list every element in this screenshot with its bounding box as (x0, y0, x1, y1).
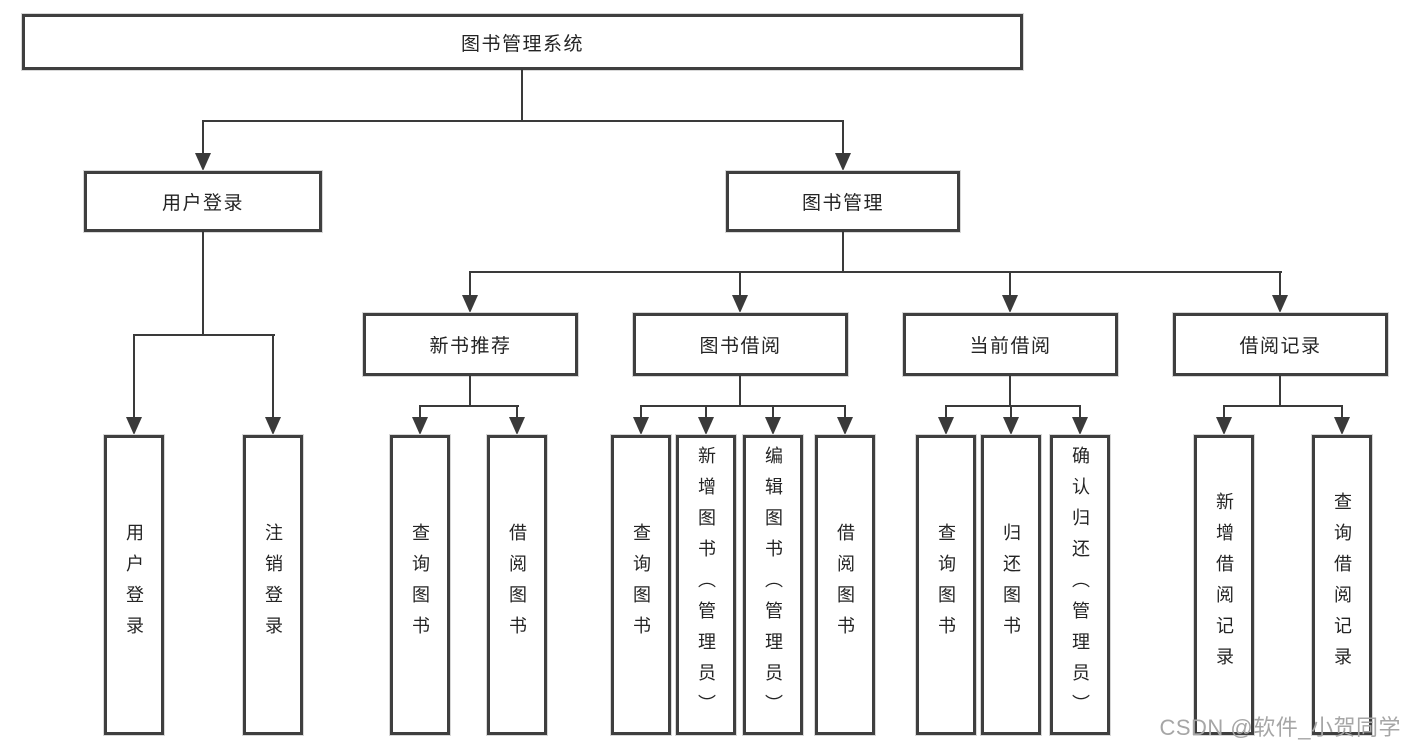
connector-book-management-horizontal (469, 271, 1282, 273)
arrow-to-leaf-add-borrow-record (1216, 405, 1232, 435)
arrow-to-leaf-add-book (698, 405, 714, 435)
node-label: 图书管理系统 (460, 33, 584, 55)
connector-book-borrowing-horizontal (640, 405, 846, 407)
arrow-to-leaf-query-borrow-record (1334, 405, 1350, 435)
node-label: 借阅记录 (1239, 336, 1322, 357)
node-book-management: 图书管理 (726, 171, 960, 232)
node-label: 新书推荐 (429, 336, 512, 357)
leaf-query-books-2: 查询图书 (611, 435, 671, 735)
arrow-to-leaf-borrow-books-1 (509, 405, 525, 435)
connector-current-borrowing-horizontal (945, 405, 1081, 407)
arrow-to-leaf-edit-book (765, 405, 781, 435)
leaf-label: 查询借阅记录 (1332, 492, 1352, 678)
leaf-return-book: 归还图书 (981, 435, 1041, 735)
connector-root-stub (521, 69, 523, 122)
leaf-logout: 注销登录 (243, 435, 303, 735)
arrow-to-leaf-query-books-1 (412, 405, 428, 435)
node-label: 图书借阅 (699, 336, 782, 357)
node-label: 用户登录 (161, 193, 244, 214)
leaf-label: 借阅图书 (507, 523, 527, 647)
leaf-label: 注销登录 (263, 523, 283, 647)
leaf-add-book-admin: 新增图书（管理员） (676, 435, 736, 735)
leaf-borrow-books-1: 借阅图书 (487, 435, 547, 735)
arrow-to-user-login (195, 120, 211, 171)
node-book-management-system: 图书管理系统 (22, 14, 1023, 70)
connector-user-login-stub (202, 231, 204, 336)
leaf-add-borrow-record: 新增借阅记录 (1194, 435, 1254, 735)
leaf-label: 查询图书 (410, 523, 430, 647)
node-new-book-recommendation: 新书推荐 (363, 313, 578, 376)
leaf-label: 新增图书（管理员） (696, 445, 716, 725)
connector-new-book-recommendation-stub (469, 375, 471, 406)
arrow-to-leaf-borrow-books-2 (837, 405, 853, 435)
leaf-label: 归还图书 (1001, 523, 1021, 647)
connector-borrowing-records-horizontal (1223, 405, 1343, 407)
arrow-to-leaf-logout (265, 334, 281, 435)
arrow-to-leaf-confirm-return (1072, 405, 1088, 435)
connector-current-borrowing-stub (1009, 375, 1011, 406)
arrow-to-current-borrowing (1002, 271, 1018, 313)
arrow-to-leaf-user-login (126, 334, 142, 435)
connector-new-book-recommendation-horizontal (419, 405, 519, 407)
arrow-to-book-management (835, 120, 851, 171)
leaf-query-borrow-record: 查询借阅记录 (1312, 435, 1372, 735)
connector-book-borrowing-stub (739, 375, 741, 406)
leaf-query-books-3: 查询图书 (916, 435, 976, 735)
arrow-to-leaf-query-books-2 (633, 405, 649, 435)
leaf-borrow-books-2: 借阅图书 (815, 435, 875, 735)
node-user-login: 用户登录 (84, 171, 322, 232)
arrow-to-leaf-query-books-3 (938, 405, 954, 435)
leaf-label: 新增借阅记录 (1214, 492, 1234, 678)
node-label: 图书管理 (801, 193, 884, 214)
arrow-to-leaf-return-book (1003, 405, 1019, 435)
leaf-confirm-return-admin: 确认归还（管理员） (1050, 435, 1110, 735)
node-borrowing-records: 借阅记录 (1173, 313, 1388, 376)
node-label: 当前借阅 (969, 336, 1052, 357)
arrow-to-new-book-recommendation (462, 271, 478, 313)
leaf-query-books-1: 查询图书 (390, 435, 450, 735)
arrow-to-book-borrowing (732, 271, 748, 313)
leaf-label: 借阅图书 (835, 523, 855, 647)
leaf-label: 确认归还（管理员） (1070, 445, 1090, 725)
node-book-borrowing: 图书借阅 (633, 313, 848, 376)
leaf-user-login: 用户登录 (104, 435, 164, 735)
leaf-label: 编辑图书（管理员） (763, 445, 783, 725)
connector-user-login-horizontal (133, 334, 275, 336)
leaf-label: 用户登录 (124, 523, 144, 647)
arrow-to-borrowing-records (1272, 271, 1288, 313)
leaf-label: 查询图书 (936, 523, 956, 647)
connector-book-management-stub (842, 231, 844, 273)
connector-borrowing-records-stub (1279, 375, 1281, 406)
leaf-edit-book-admin: 编辑图书（管理员） (743, 435, 803, 735)
csdn-watermark: CSDN @软件_小贺同学 (1159, 715, 1401, 740)
leaf-label: 查询图书 (631, 523, 651, 647)
connector-root-horizontal (202, 120, 844, 122)
node-current-borrowing: 当前借阅 (903, 313, 1118, 376)
